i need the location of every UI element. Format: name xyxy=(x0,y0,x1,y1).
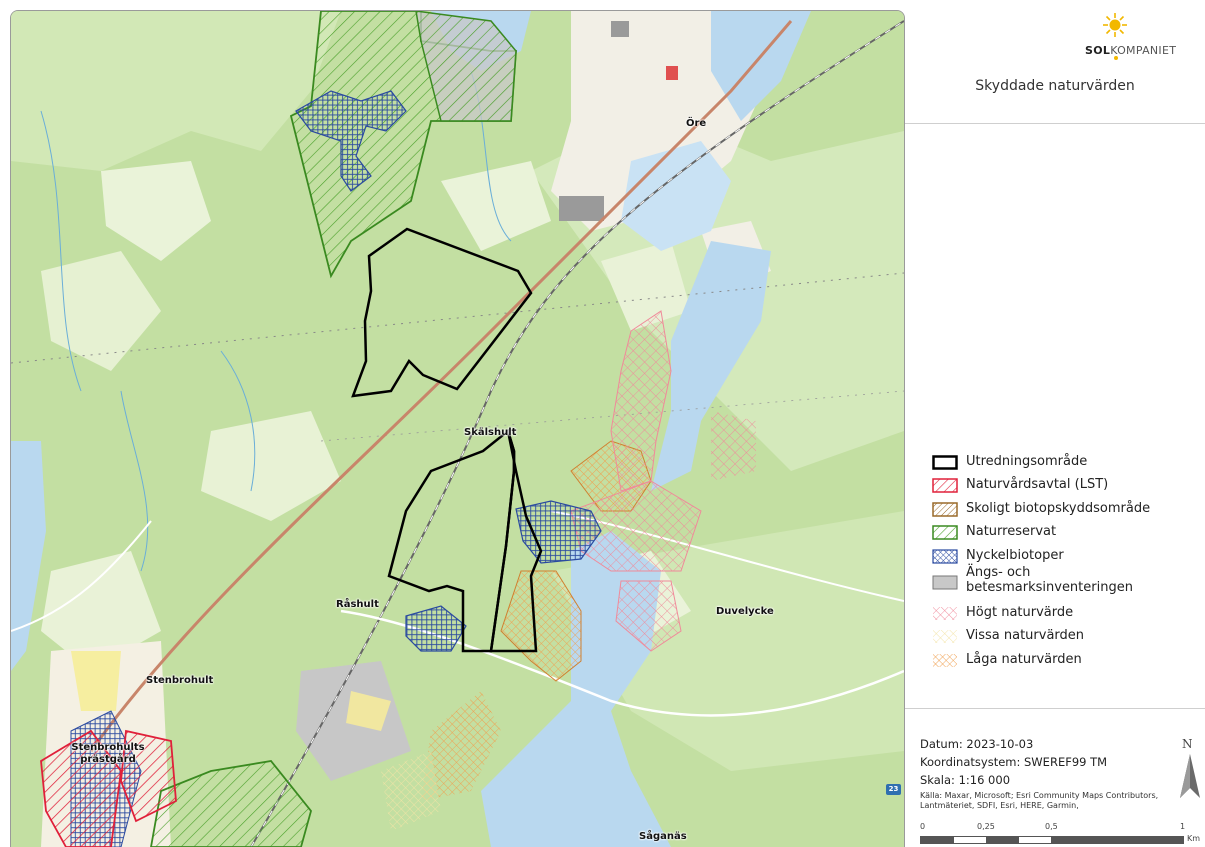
map-date: Datum: 2023-10-03 xyxy=(920,737,1034,751)
legend-divider xyxy=(905,708,1205,709)
road-shield: 23 xyxy=(886,784,901,795)
nyckelbiotop-east xyxy=(515,500,602,564)
map-canvas xyxy=(11,11,904,847)
company-logo: SOLKOMPANIET xyxy=(1085,44,1177,57)
scale-tick-0: 0 xyxy=(920,822,926,831)
legend-symbol-orange-crosshatch xyxy=(933,653,957,667)
logo-dot xyxy=(1114,56,1118,60)
place-label-rashult: Råshult xyxy=(336,599,379,610)
map-title: Skyddade naturvärden xyxy=(975,78,1135,94)
naturvardsavtal-east xyxy=(120,729,177,823)
naturvardsavtal-west xyxy=(40,729,122,847)
utredningsomrade-north xyxy=(351,227,533,398)
lake-east xyxy=(651,241,771,491)
place-label-duvelycke: Duvelycke xyxy=(716,606,774,617)
north-label: N xyxy=(1182,737,1193,751)
nyckelbiotop-north xyxy=(295,90,407,192)
lake-west xyxy=(11,441,46,671)
place-label-ore: Öre xyxy=(686,118,707,129)
place-label-saganas: Såganäs xyxy=(639,831,687,842)
legend-symbol-pink-crosshatch xyxy=(933,606,957,620)
place-label-stenbrohult: Stenbrohult xyxy=(146,675,214,686)
place-label-skalshult: Skälshult xyxy=(464,427,517,438)
coordinate-system: Koordinatsystem: SWEREF99 TM xyxy=(920,755,1108,769)
scale-unit: Km xyxy=(1187,834,1201,843)
main-road xyxy=(89,20,793,752)
map-view[interactable]: Öre Skälshult Råshult Duvelycke Stenbroh… xyxy=(10,10,905,847)
scale-bar xyxy=(920,836,1184,844)
naturreservat-south xyxy=(150,760,312,847)
legend-symbol-red-hatch xyxy=(932,478,958,494)
north-arrow-icon xyxy=(1180,754,1200,798)
scale-tick-05: 0,5 xyxy=(1045,822,1058,831)
legend-symbol-brown-hatch xyxy=(932,502,958,517)
nyckelbiotop-rashult xyxy=(405,605,467,652)
legend-symbol-blue-crosshatch xyxy=(932,548,958,564)
scale-tick-025: 0,25 xyxy=(977,822,995,831)
map-source: Källa: Maxar, Microsoft; Esri Community … xyxy=(920,791,1159,810)
scale-tick-1: 1 xyxy=(1180,822,1186,831)
sun-logo-icon xyxy=(1103,13,1127,37)
legend-symbol-gray xyxy=(932,575,958,590)
map-scale: Skala: 1:16 000 xyxy=(920,773,1011,787)
legend-symbol-green-hatch xyxy=(932,525,958,540)
map-side-panel: SOLKOMPANIET Skyddade naturvärden Utredn… xyxy=(905,0,1205,846)
legend-symbol-outline xyxy=(932,455,958,470)
title-divider xyxy=(905,123,1205,124)
place-label-prastgard: Stenbrohults prästgård xyxy=(71,742,145,765)
legend-symbol-yellow-crosshatch xyxy=(933,630,957,644)
